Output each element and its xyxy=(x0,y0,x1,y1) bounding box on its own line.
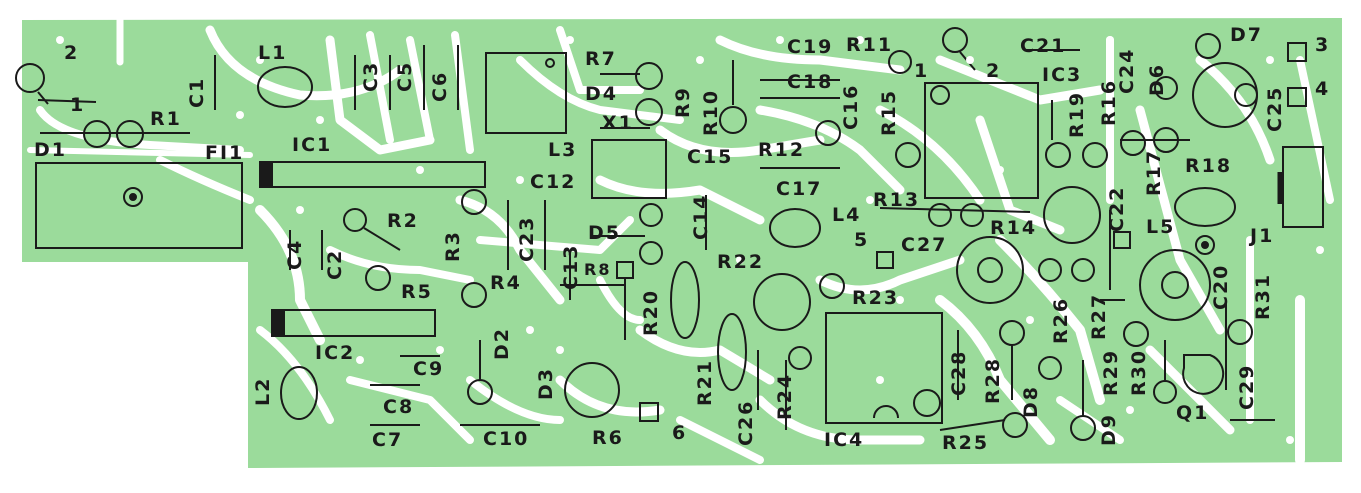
label-r19: R19 xyxy=(1066,90,1088,138)
label-r6: R6 xyxy=(592,427,624,449)
label-r13: R13 xyxy=(873,189,921,211)
label-r17: R17 xyxy=(1143,148,1165,196)
label-c2: C2 xyxy=(324,248,346,280)
label-pin-1b: 1 xyxy=(914,60,930,82)
component-outlines xyxy=(15,27,1324,441)
label-c3: C3 xyxy=(360,60,382,92)
label-pin-5: 5 xyxy=(854,229,870,251)
label-q1: Q1 xyxy=(1176,402,1210,424)
label-c22: C22 xyxy=(1106,185,1128,232)
label-r21: R21 xyxy=(694,358,716,406)
label-c6: C6 xyxy=(429,70,451,102)
label-r8: R8 xyxy=(584,260,612,279)
label-c18: C18 xyxy=(787,71,834,93)
label-ic2: IC2 xyxy=(315,342,356,364)
trace-layer xyxy=(27,16,1334,465)
label-d1: D1 xyxy=(34,139,67,161)
label-l3: L3 xyxy=(548,139,578,161)
label-x1: X1 xyxy=(602,112,634,134)
label-l4: L4 xyxy=(832,204,862,226)
label-c27: C27 xyxy=(901,234,948,256)
label-r7: R7 xyxy=(585,48,617,70)
label-d2: D2 xyxy=(491,327,513,360)
label-c5: C5 xyxy=(394,60,416,92)
label-c4: C4 xyxy=(284,238,306,270)
label-r22: R22 xyxy=(717,251,765,273)
label-ic1: IC1 xyxy=(292,134,333,156)
label-d5: D5 xyxy=(588,222,621,244)
label-pin-4: 4 xyxy=(1315,78,1331,100)
label-r30: R30 xyxy=(1128,348,1150,396)
label-d8: D8 xyxy=(1020,385,1042,418)
label-c1: C1 xyxy=(186,76,208,108)
label-r26: R26 xyxy=(1050,296,1072,344)
label-r23: R23 xyxy=(852,287,900,309)
label-pin-2b: 2 xyxy=(986,60,1002,82)
label-d4: D4 xyxy=(585,83,618,105)
label-c28: C28 xyxy=(948,349,970,396)
label-d3: D3 xyxy=(535,367,557,400)
label-c10: C10 xyxy=(483,428,530,450)
label-r24: R24 xyxy=(774,372,796,420)
label-l5: L5 xyxy=(1146,216,1176,238)
label-r11: R11 xyxy=(846,34,894,56)
label-r4: R4 xyxy=(490,272,522,294)
label-r31: R31 xyxy=(1252,272,1274,320)
label-r25: R25 xyxy=(942,432,990,454)
label-pin-6: 6 xyxy=(672,422,688,444)
label-c25: C25 xyxy=(1264,85,1286,132)
label-ic4: IC4 xyxy=(824,429,865,451)
label-fi1: FI1 xyxy=(205,142,245,164)
label-r5: R5 xyxy=(401,281,433,303)
label-c21: C21 xyxy=(1020,35,1067,57)
label-c13: C13 xyxy=(560,243,582,290)
pad-holes xyxy=(56,36,1324,444)
label-c16: C16 xyxy=(840,83,862,130)
label-r14: R14 xyxy=(990,217,1038,239)
label-r10: R10 xyxy=(700,88,722,136)
label-r3: R3 xyxy=(442,230,464,262)
label-c7: C7 xyxy=(372,429,404,451)
label-c12: C12 xyxy=(530,171,577,193)
label-r9: R9 xyxy=(672,86,694,118)
label-c26: C26 xyxy=(735,399,757,446)
label-c14: C14 xyxy=(690,193,712,240)
label-pin-1: 1 xyxy=(70,94,86,116)
label-c29: C29 xyxy=(1236,363,1258,410)
label-pin-3: 3 xyxy=(1315,34,1331,56)
label-l2: L2 xyxy=(252,376,274,406)
label-r29: R29 xyxy=(1100,348,1122,396)
label-c17: C17 xyxy=(776,178,823,200)
label-d6: D6 xyxy=(1146,63,1168,96)
label-c8: C8 xyxy=(383,396,415,418)
label-pin-2: 2 xyxy=(64,42,80,64)
label-r2: R2 xyxy=(387,210,419,232)
label-d7: D7 xyxy=(1230,24,1263,46)
label-c24: C24 xyxy=(1116,47,1138,94)
label-c19: C19 xyxy=(787,36,834,58)
label-d9: D9 xyxy=(1098,413,1120,446)
label-r28: R28 xyxy=(982,356,1004,404)
label-c9: C9 xyxy=(413,358,445,380)
label-c23: C23 xyxy=(516,215,538,262)
label-r20: R20 xyxy=(640,288,662,336)
label-r15: R15 xyxy=(878,88,900,136)
label-c20: C20 xyxy=(1210,263,1232,310)
label-r27: R27 xyxy=(1088,292,1110,340)
label-r18: R18 xyxy=(1185,155,1233,177)
label-c15: C15 xyxy=(687,146,734,168)
label-ic3: IC3 xyxy=(1042,64,1083,86)
label-r1: R1 xyxy=(150,108,182,130)
label-l1: L1 xyxy=(258,42,288,64)
label-r12: R12 xyxy=(758,139,806,161)
label-j1: J1 xyxy=(1250,225,1275,247)
